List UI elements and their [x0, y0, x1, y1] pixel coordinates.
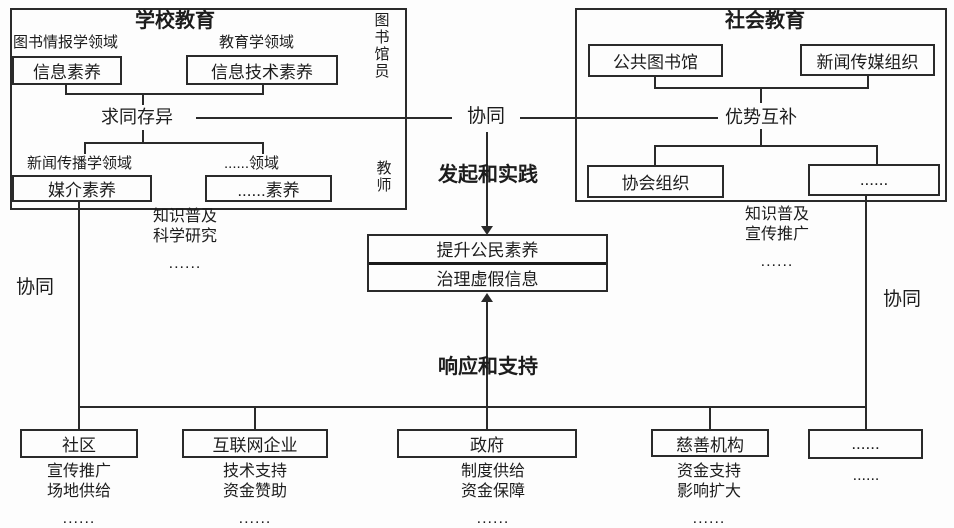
annotation-line: 技术支持: [222, 463, 287, 480]
society-other-node: ......: [808, 164, 940, 196]
other-literacy-node: ......素养: [205, 175, 332, 202]
ellipsis-line: ......: [692, 510, 726, 527]
respond-support-label: 响应和支持: [438, 356, 538, 378]
internet-company-node: 互联网企业: [182, 429, 328, 458]
annotation-line: 宣传推广: [46, 463, 111, 480]
connector-line: [654, 145, 656, 165]
supporters-bus-line: [78, 406, 867, 408]
ellipsis-line: ......: [476, 510, 510, 527]
ellipsis-line: ......: [62, 510, 96, 527]
annotation-line: 场地供给: [46, 483, 111, 500]
other-supporter-node: ......: [808, 429, 923, 459]
info-literacy-node: 信息素养: [12, 56, 122, 85]
left-collaboration-line: [78, 202, 80, 430]
connector-line: [654, 77, 656, 89]
connector-line: [84, 142, 86, 154]
connector-line: [520, 117, 718, 119]
annotation-line: 资金保障: [460, 483, 525, 500]
connector-line: [65, 85, 67, 95]
society-contribution-annotation: 知识普及 宣传推广 ......: [717, 205, 837, 272]
government-node: 政府: [397, 429, 577, 458]
ellipsis-line: ......: [852, 467, 880, 484]
lis-field-label: 图书情报学领域: [13, 34, 119, 51]
internet-company-contribution-annotation: 技术支持 资金赞助 ......: [185, 462, 325, 528]
teacher-role-label: 教师: [374, 160, 392, 194]
annotation-line: 科学研究: [152, 228, 217, 245]
connector-line: [709, 406, 711, 429]
connector-line: [65, 93, 264, 95]
connector-line: [867, 76, 869, 88]
school-contribution-annotation: 知识普及 科学研究 ......: [125, 207, 245, 274]
connector-line: [654, 87, 869, 89]
goal-node: 提升公民素养 治理虚假信息: [367, 234, 608, 292]
education-field-label: 教育学领域: [219, 34, 295, 51]
annotation-line: 知识普及: [744, 206, 809, 223]
connector-line: [760, 129, 762, 147]
community-node: 社区: [20, 429, 138, 458]
annotation-line: 影响扩大: [676, 483, 741, 500]
right-collaboration-label: 协同: [883, 289, 922, 310]
connector-line: [760, 89, 762, 103]
annotation-line: 资金支持: [676, 463, 741, 480]
connector-line: [84, 142, 264, 144]
right-collaboration-line: [865, 196, 867, 430]
school-education-title: 学校教育: [135, 10, 215, 32]
left-collaboration-label: 协同: [16, 277, 55, 298]
community-contribution-annotation: 宣传推广 场地供给 ......: [19, 462, 139, 528]
connector-line: [262, 85, 264, 95]
social-education-group-box: [575, 8, 947, 202]
news-media-org-node: 新闻传媒组织: [800, 44, 935, 76]
charity-node: 慈善机构: [651, 429, 769, 457]
annotation-line: 资金赞助: [222, 483, 287, 500]
connector-line: [196, 117, 452, 119]
it-literacy-node: 信息技术素养: [186, 55, 338, 85]
connector-line: [142, 95, 144, 105]
annotation-line: 知识普及: [152, 208, 217, 225]
charity-contribution-annotation: 资金支持 影响扩大 ......: [639, 462, 779, 528]
public-library-node: 公共图书馆: [588, 44, 723, 77]
connector-line: [876, 145, 878, 164]
other-field-label: ......领域: [224, 155, 280, 172]
other-supporter-contribution-annotation: ......: [806, 466, 926, 486]
initiate-arrow-line: [486, 132, 488, 228]
association-org-node: 协会组织: [587, 165, 724, 198]
complementary-advantages-link: 优势互补: [725, 107, 797, 127]
media-literacy-node: 媒介素养: [12, 175, 152, 202]
initiate-practice-label: 发起和实践: [438, 164, 538, 186]
government-contribution-annotation: 制度供给 资金保障 ......: [423, 462, 563, 528]
down-arrowhead-icon: [481, 226, 493, 235]
school-education-group-box: [10, 8, 407, 210]
goal-divider: [369, 261, 606, 265]
ellipsis-line: ......: [238, 510, 272, 527]
annotation-line: 宣传推广: [744, 226, 809, 243]
connector-line: [262, 142, 264, 154]
connector-line: [254, 406, 256, 429]
top-collaboration-label: 协同: [466, 106, 505, 127]
journalism-field-label: 新闻传播学领域: [27, 155, 133, 172]
social-education-title: 社会教育: [725, 10, 805, 32]
librarian-role-label: 图书馆员: [372, 12, 390, 80]
connector-line: [142, 130, 144, 143]
connector-line: [654, 145, 878, 147]
ellipsis-line: ......: [760, 253, 794, 270]
respond-arrow-line: [486, 298, 488, 430]
goal-govern-misinformation: 治理虚假信息: [436, 269, 539, 289]
ellipsis-line: ......: [168, 255, 202, 272]
annotation-line: 制度供给: [460, 463, 525, 480]
goal-improve-literacy: 提升公民素养: [436, 241, 539, 261]
seek-common-ground-link: 求同存异: [101, 107, 173, 127]
up-arrowhead-icon: [481, 293, 493, 302]
